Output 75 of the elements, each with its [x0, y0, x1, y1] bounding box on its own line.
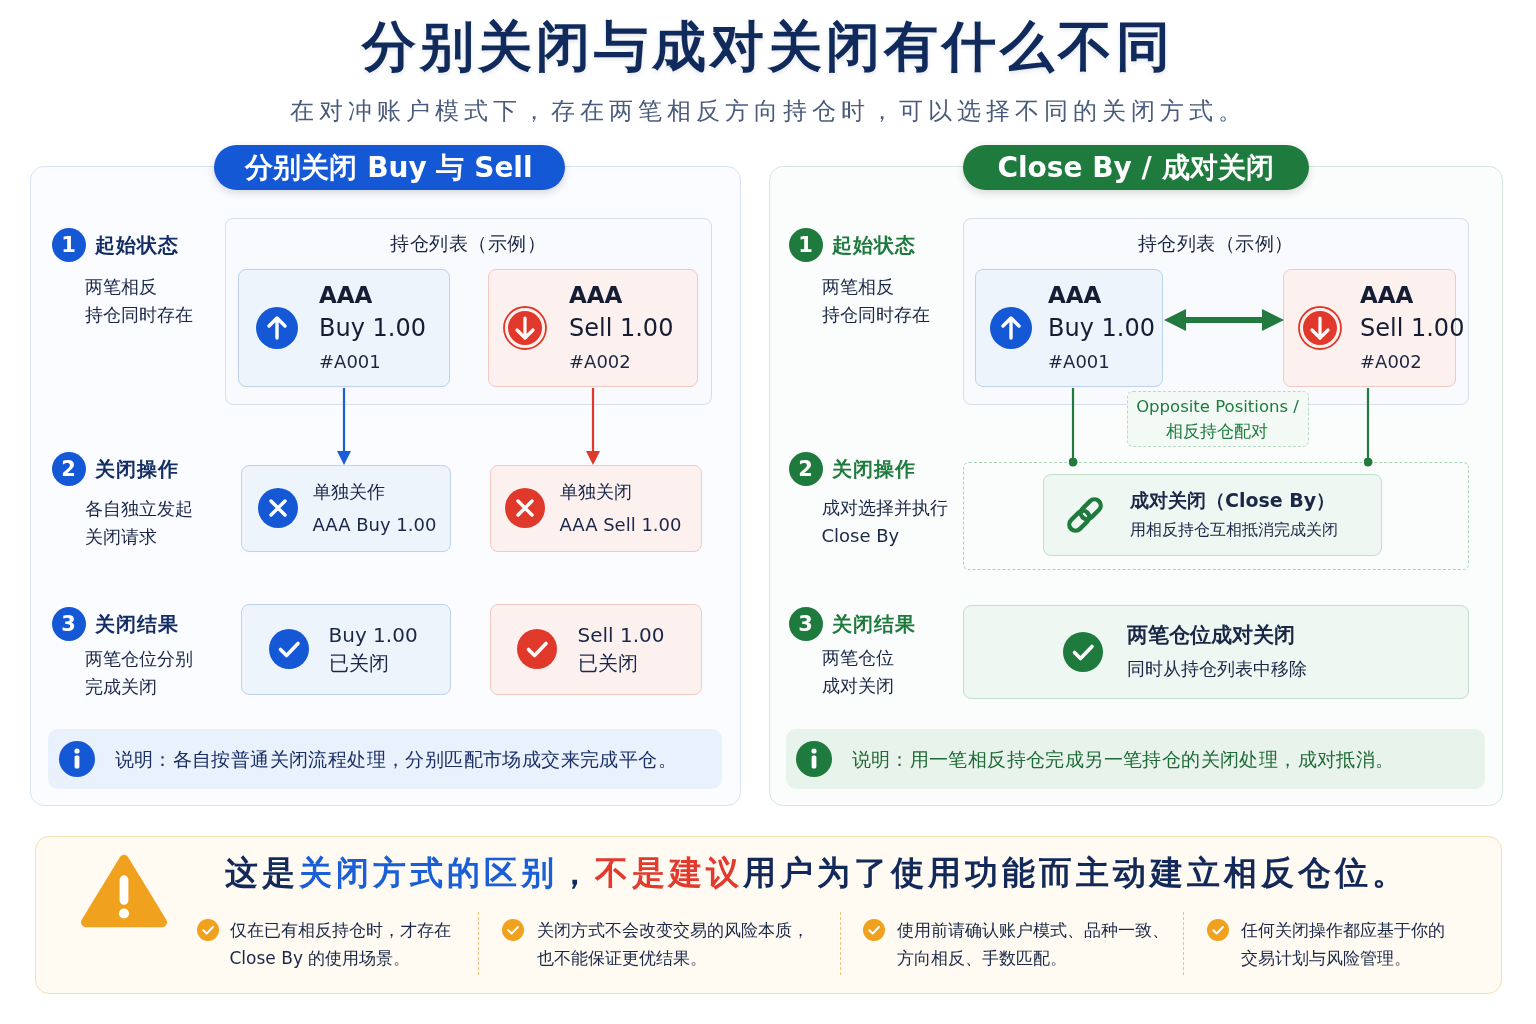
- step-number: 2: [51, 451, 86, 486]
- step-title: 关闭操作: [831, 455, 916, 483]
- connector-line: [1363, 388, 1373, 467]
- ticket-number: #A002: [1360, 349, 1422, 374]
- warning-banner: [35, 836, 1502, 994]
- step-title: 关闭操作: [94, 455, 179, 483]
- arrow: [337, 388, 351, 465]
- status-text: 已关闭: [328, 650, 389, 677]
- position-side-volume: Sell 1.00: [569, 312, 674, 344]
- step-description: 两笔相反持仓同时存在: [84, 274, 193, 327]
- warning-headline: 这是关闭方式的区别，不是建议用户为了使用功能而主动建立相反仓位。: [224, 851, 1409, 894]
- step-title: 关闭结果: [831, 610, 916, 638]
- step-number: 2: [788, 451, 823, 486]
- panel-title-banner: Close By / 成对关闭: [962, 144, 1309, 190]
- instrument-symbol: AAA: [319, 280, 373, 310]
- result-card: [240, 603, 451, 695]
- bullet-text: 任何关闭操作都应基于你的交易计划与风险管理。: [1240, 918, 1445, 970]
- list-title: 持仓列表（示例）: [1137, 230, 1294, 256]
- connector-line: [1068, 388, 1078, 467]
- position-card: [488, 269, 698, 387]
- card-title: 单独关闭: [559, 480, 632, 504]
- step-description: 两笔相反持仓同时存在: [821, 274, 930, 327]
- position-list-panel: [224, 217, 712, 405]
- position-volume: Sell 1.00: [577, 622, 665, 649]
- dashed-group-frame: [962, 461, 1469, 570]
- position-volume: Buy 1.00: [328, 622, 418, 649]
- step-number: 1: [788, 227, 823, 262]
- close-order-card: [240, 464, 451, 552]
- ticket-number: #A002: [569, 349, 631, 374]
- step-title: 起始状态: [94, 231, 179, 259]
- position-side-volume: Buy 1.00: [1048, 312, 1155, 344]
- position-card: [975, 269, 1163, 387]
- step-number: 1: [51, 227, 86, 262]
- step-description: 两笔仓位分别完成关闭: [84, 646, 193, 699]
- step-title: 起始状态: [831, 231, 916, 259]
- info-note: [785, 728, 1485, 789]
- instrument-symbol: AAA: [1048, 280, 1102, 310]
- close-order-card: [489, 464, 702, 552]
- pairing-tag: Opposite Positions / 相反持仓配对: [1126, 390, 1309, 447]
- card-description: 用相反持仓互相抵消完成关闭: [1130, 519, 1338, 541]
- bullet-text: 仅在已有相反持仓时，才存在Close By 的使用场景。: [229, 918, 451, 970]
- status-text: 已关闭: [577, 650, 638, 677]
- card-title: 成对关闭（Close By）: [1130, 488, 1336, 513]
- note-text: 说明：各自按普通关闭流程处理，分别匹配市场成交来完成平仓。: [114, 746, 678, 772]
- order-details: AAA Buy 1.00: [312, 513, 437, 537]
- close-by-card: [1043, 474, 1382, 556]
- panel-title-banner: 分别关闭 Buy 与 Sell: [213, 144, 565, 190]
- result-title: 两笔仓位成对关闭: [1126, 621, 1295, 649]
- position-side-volume: Buy 1.00: [319, 312, 426, 344]
- note-text: 说明：用一笔相反持仓完成另一笔持仓的关闭处理，成对抵消。: [851, 746, 1395, 772]
- order-details: AAA Sell 1.00: [559, 513, 682, 537]
- arrow: [586, 388, 600, 465]
- instrument-symbol: AAA: [569, 280, 623, 310]
- step-number: 3: [788, 606, 823, 641]
- step-number: 3: [51, 606, 86, 641]
- step-description: 两笔仓位成对关闭: [821, 645, 894, 698]
- position-side-volume: Sell 1.00: [1360, 312, 1465, 344]
- list-title: 持仓列表（示例）: [390, 230, 546, 256]
- bullet-text: 关闭方式不会改变交易的风险本质，也不能保证更优结果。: [536, 918, 809, 970]
- card-title: 单独关作: [312, 480, 385, 504]
- ticket-number: #A001: [1048, 349, 1110, 374]
- subtitle: 在对冲账户模式下，存在两笔相反方向持仓时，可以选择不同的关闭方式。: [289, 96, 1247, 127]
- info-note: [47, 728, 722, 789]
- result-card: [489, 603, 702, 695]
- result-card: [962, 604, 1469, 699]
- bullet-text: 使用前请确认账户模式、品种一致、方向相反、手数匹配。: [896, 918, 1169, 970]
- step-title: 关闭结果: [94, 610, 179, 638]
- page-title: 分别关闭与成对关闭有什么不同: [362, 14, 1174, 80]
- result-description: 同时从持仓列表中移除: [1126, 656, 1307, 681]
- instrument-symbol: AAA: [1360, 280, 1414, 310]
- ticket-number: #A001: [319, 349, 381, 374]
- double-arrow: [1164, 309, 1284, 331]
- step-description: 各自独立发起关闭请求: [84, 496, 193, 549]
- step-description: 成对选择并执行Close By: [821, 495, 948, 548]
- position-card: [238, 269, 450, 387]
